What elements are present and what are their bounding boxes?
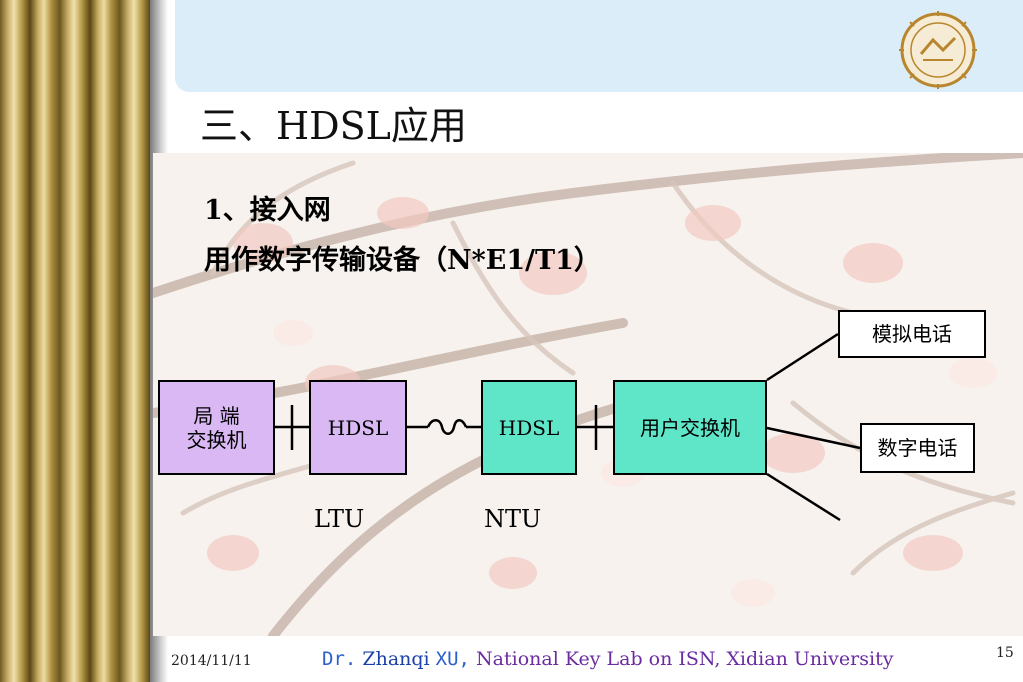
footer-date: 2014/11/11 [171, 653, 252, 669]
central-office-switch-box: 局 端 交换机 [158, 380, 275, 475]
subtitle-access-network: 1、接入网 [204, 195, 331, 226]
decorative-gold-bar [0, 0, 150, 682]
ltu-label: LTU [314, 505, 365, 533]
subtitle-transmission-device: 用作数字传输设备（N*E1/T1） [204, 245, 601, 276]
credit-lab: National Key Lab on ISN, Xidian Universi… [476, 648, 894, 670]
credit-name: Zhanqi [362, 648, 430, 670]
analog-phone-box: 模拟电话 [838, 310, 986, 358]
page-title: 三、HDSL应用 [200, 104, 467, 148]
magnolia-background-photo [153, 153, 1023, 636]
header-band [175, 0, 1023, 92]
digital-phone-box: 数字电话 [860, 423, 975, 473]
credit-prefix: Dr. [322, 648, 357, 670]
page-number: 15 [996, 645, 1014, 661]
hdsl-ntu-box: HDSL [481, 380, 577, 475]
hdsl-ltu-box: HDSL [309, 380, 407, 475]
user-pbx-box: 用户交换机 [613, 380, 767, 475]
footer-credit: Dr. Zhanqi XU, National Key Lab on ISN, … [322, 650, 893, 669]
university-seal-logo [899, 11, 977, 89]
credit-surname: XU, [435, 648, 470, 670]
ntu-label: NTU [484, 505, 542, 533]
